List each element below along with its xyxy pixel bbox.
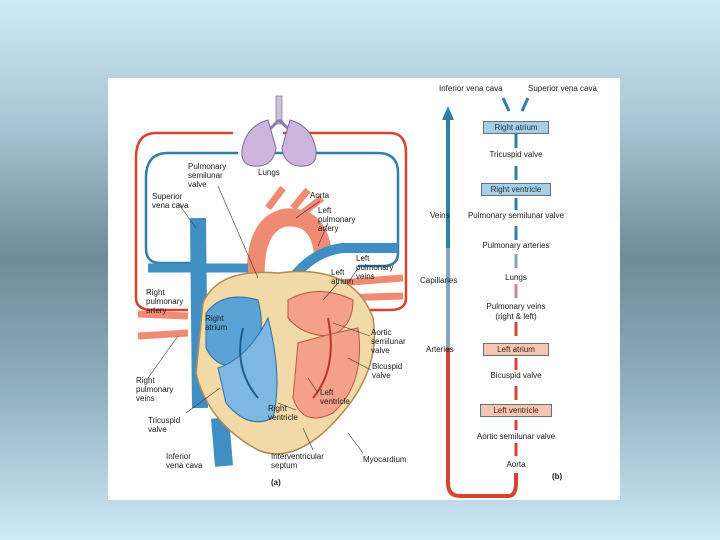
label-bicuspid-valve: Bicuspid valve — [372, 362, 403, 380]
label-leader-lines — [147, 185, 372, 454]
aorta-loop-graphic — [446, 473, 518, 498]
panel-label-a: (a) — [271, 478, 281, 487]
left-atrium-graphic — [287, 291, 354, 337]
flow-step-pulmonary-semilunar-valve: Pulmonary semilunar valve — [467, 211, 565, 220]
heart-diagram-graphic — [134, 95, 530, 498]
flow-step-arrows — [501, 97, 530, 456]
label-myocardium: Myocardium — [363, 455, 407, 464]
label-interventricular-septum: Interventricular septum — [271, 452, 324, 470]
flow-step-aorta: Aorta — [506, 460, 526, 469]
label-lungs: Lungs — [258, 168, 280, 177]
flow-step-left-ventricle: Left ventricle — [480, 404, 552, 417]
label-inferior-vena-cava: Inferior vena cava — [166, 452, 203, 470]
flow-step-left-atrium: Left atrium — [483, 343, 549, 356]
pulmonary-loop-blue-right — [268, 151, 400, 268]
right-pulmonary-veins-graphic — [137, 310, 189, 340]
flow-arrow-right-heart — [239, 327, 259, 399]
label-tricuspid-valve: Tricuspid valve — [148, 416, 181, 434]
label-left-atrium: Left atrium — [331, 268, 354, 286]
systemic-loop-red-left — [134, 131, 233, 312]
flow-label-capillaries: Capillaries — [420, 276, 458, 285]
label-right-pulmonary-artery: Right pulmonary artery — [146, 288, 184, 315]
flow-step-right-ventricle: Right ventricle — [481, 183, 551, 196]
flow-step-aortic-semilunar-valve: Aortic semilunar valve — [476, 432, 556, 441]
right-ventricle-graphic — [217, 316, 278, 423]
inferior-vena-cava-graphic — [211, 417, 233, 467]
veins-arrowhead — [442, 106, 454, 120]
label-left-ventricle: Left ventricle — [320, 388, 350, 406]
circulation-figure: Lungs Pulmonary semilunar valve Superior… — [108, 78, 620, 500]
label-right-atrium: Right atrium — [205, 314, 228, 332]
flow-step-right-atrium: Right atrium — [483, 121, 549, 134]
label-left-pulmonary-artery: Left pulmonary artery — [318, 206, 356, 233]
flow-step-pulmonary-veins: Pulmonary veins (right & left) — [486, 302, 546, 321]
lungs-graphic — [241, 95, 317, 167]
flow-step-pulmonary-arteries: Pulmonary arteries — [482, 241, 550, 250]
pulmonary-loop-blue-left — [144, 151, 238, 265]
flow-step-lungs: Lungs — [505, 273, 527, 282]
label-aorta: Aorta — [310, 191, 330, 200]
label-right-ventricle: Right ventricle — [268, 404, 298, 422]
flow-step-bicuspid-valve: Bicuspid valve — [490, 371, 542, 380]
label-pulmonary-semilunar-valve: Pulmonary semilunar valve — [188, 162, 227, 189]
flow-arrow-left-heart — [312, 317, 332, 399]
flow-label-arteries: Arteries — [426, 345, 454, 354]
label-superior-vena-cava: Superior vena cava — [152, 192, 189, 210]
flow-step-tricuspid-valve: Tricuspid valve — [489, 150, 543, 159]
flow-inferior-vena-cava: Inferior vena cava — [439, 84, 503, 93]
flow-label-veins: Veins — [430, 211, 450, 220]
label-left-pulmonary-veins: Left pulmonary veins — [356, 254, 394, 281]
aortic-branches-graphic — [265, 185, 325, 215]
systemic-loop-red-right — [283, 131, 408, 312]
label-right-pulmonary-veins: Right pulmonary veins — [136, 376, 174, 403]
aorta-graphic — [246, 208, 332, 305]
flow-superior-vena-cava: Superior vena cava — [528, 84, 597, 93]
label-aortic-semilunar-valve: Aortic semilunar valve — [371, 328, 406, 355]
panel-label-b: (b) — [552, 472, 563, 481]
